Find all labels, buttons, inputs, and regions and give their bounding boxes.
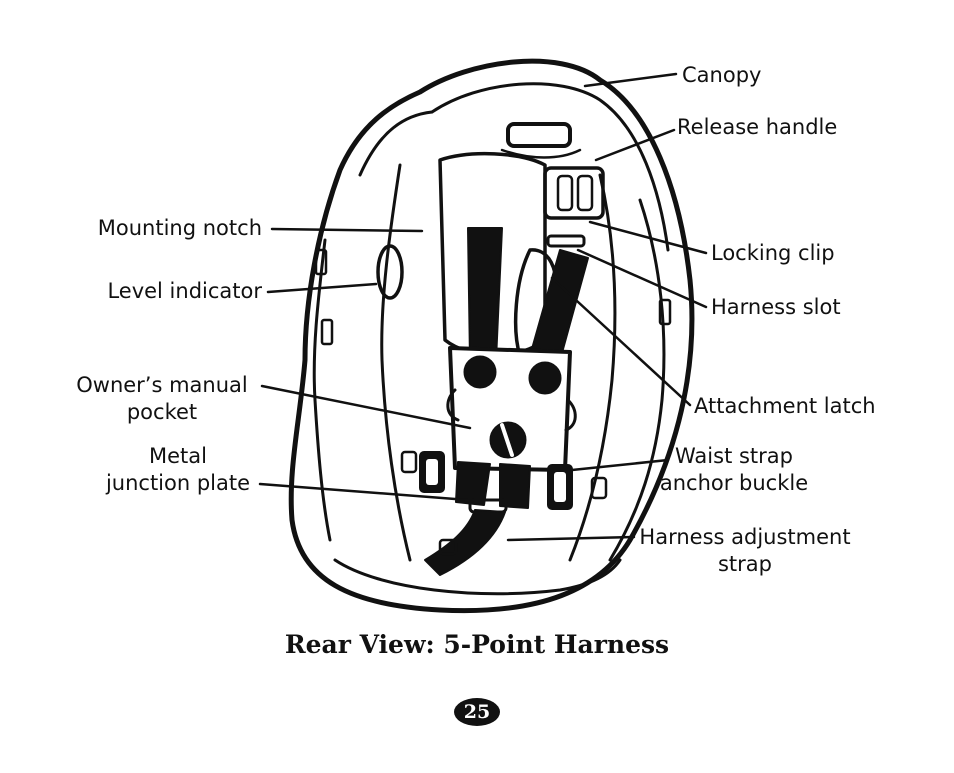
page-number-badge: 25 bbox=[454, 698, 500, 726]
leader-locking-clip bbox=[588, 220, 708, 255]
leader-metal-junction-plate bbox=[258, 482, 470, 502]
figure-caption: Rear View: 5-Point Harness bbox=[284, 630, 670, 659]
label-owners-manual-pocket: Owner’s manual pocket bbox=[64, 372, 260, 426]
left-inner-panel bbox=[380, 163, 412, 562]
locking-clip-shape bbox=[543, 166, 605, 220]
leader-harness-adjustment-strap bbox=[506, 535, 636, 542]
release-handle-shape bbox=[506, 122, 572, 148]
level-indicator-shape bbox=[376, 244, 404, 300]
leader-waist-strap-anchor-buckle bbox=[570, 458, 670, 472]
left-harness-strap bbox=[467, 227, 503, 361]
label-level-indicator: Level indicator bbox=[107, 279, 262, 303]
leader-owners-manual-pocket bbox=[260, 384, 472, 430]
label-metal-junction-plate: Metal junction plate bbox=[92, 443, 264, 497]
leader-canopy bbox=[583, 72, 678, 88]
right-side-panel bbox=[608, 198, 666, 562]
canopy-rim bbox=[430, 82, 670, 252]
right-inner-panel bbox=[568, 173, 617, 562]
label-harness-adjustment-line-2: strap bbox=[717, 552, 772, 576]
label-release-handle: Release handle bbox=[677, 115, 838, 139]
lower-strap-right bbox=[499, 463, 531, 509]
leader-attachment-latch bbox=[550, 276, 692, 407]
release-handle-recess bbox=[500, 148, 582, 159]
leader-mounting-notch bbox=[270, 227, 424, 233]
label-owners-manual-line-1: Owner’s manual bbox=[76, 373, 248, 397]
lower-strap-left bbox=[455, 461, 491, 506]
seat-shell-outline bbox=[288, 58, 695, 614]
label-waist-strap-anchor-buckle: Waist strap anchor buckle bbox=[652, 443, 816, 497]
label-harness-adjustment-strap: Harness adjustment strap bbox=[636, 524, 854, 578]
left-side-panel bbox=[312, 238, 332, 542]
label-harness-slot: Harness slot bbox=[711, 295, 841, 319]
right-harness-strap bbox=[529, 249, 589, 361]
label-mounting-notch: Mounting notch bbox=[97, 216, 262, 240]
label-owners-manual-line-2: pocket bbox=[126, 400, 198, 424]
label-locking-clip: Locking clip bbox=[711, 241, 835, 265]
harness-slot-shape bbox=[546, 234, 586, 248]
shell-inner-rim bbox=[358, 110, 434, 177]
leader-level-indicator bbox=[266, 282, 378, 294]
label-metal-junction-line-1: Metal bbox=[149, 444, 207, 468]
leader-harness-slot bbox=[576, 248, 708, 309]
label-canopy: Canopy bbox=[682, 63, 762, 87]
label-metal-junction-line-2: junction plate bbox=[105, 471, 251, 495]
leader-release-handle bbox=[594, 128, 676, 162]
harness-adjustment-strap-shape bbox=[424, 509, 506, 576]
label-harness-adjustment-line-1: Harness adjustment bbox=[639, 525, 851, 549]
seat-bottom bbox=[333, 558, 622, 596]
label-waist-strap-line-2: anchor buckle bbox=[659, 471, 809, 495]
label-attachment-latch: Attachment latch bbox=[694, 394, 876, 418]
label-waist-strap-line-1: Waist strap bbox=[675, 444, 793, 468]
